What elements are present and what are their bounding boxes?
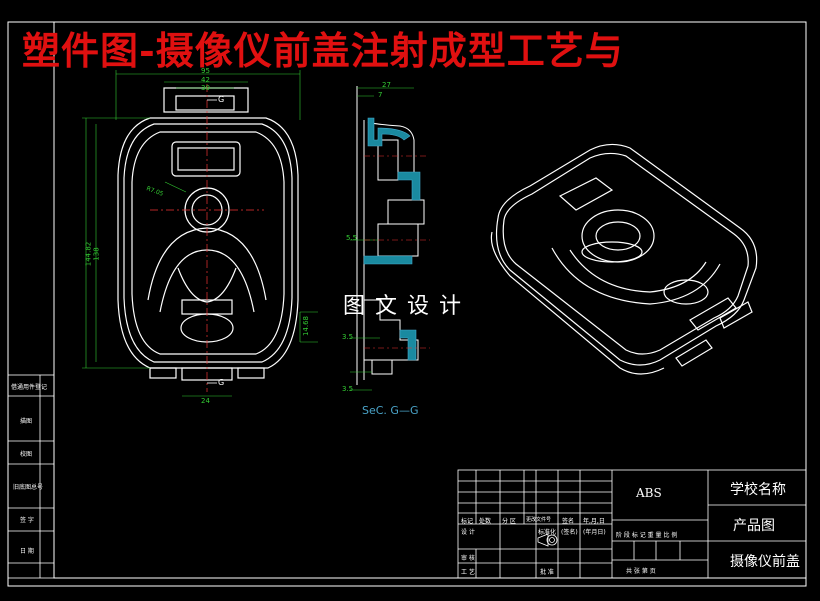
date-label: (年月日) [583,529,606,536]
dim-height-144: 144.82 [84,241,93,267]
binding-strip [7,374,55,579]
front-view [117,87,299,381]
isometric-view [490,143,758,375]
header-change-doc: 更改文件号 [526,517,552,523]
section-center [364,155,430,349]
header-count: 处数 [479,518,492,525]
material-label: ABS [636,486,662,500]
dim-14-68: 14.68 [302,315,311,337]
section-mark-top: G [218,95,225,104]
binding-item-signature: 签 字 [20,517,34,524]
header-date: 年,月,日 [583,518,605,525]
header-sign: 签名 [562,518,575,525]
title-block [457,469,807,579]
process-label: 工 艺 [461,569,475,576]
design-label: 设 计 [461,529,475,536]
stage-columns: 阶 段 标 记 重 量 比 例 [616,532,678,539]
dim-section-7: 7 [378,91,383,99]
section-mark-bottom: G [218,378,225,387]
projection-symbol [537,533,558,547]
dim-section-3-5-a: 3.5 [342,333,354,341]
review-label: 审 核 [461,555,475,562]
dim-section-3-5-b: 3.5 [342,385,354,393]
school-name: 学校名称 [730,482,786,498]
watermark-text: 图文设计 [343,294,472,319]
header-mark: 标记 [461,518,474,525]
section-arrows [207,99,217,384]
drawing-type: 产品图 [733,518,775,534]
sign-label: (签名) [561,529,578,536]
binding-item-date: 日 期 [20,548,34,555]
dim-width-24: 24 [201,397,210,405]
approve-label: 批 准 [540,569,554,576]
binding-item-check: 校图 [20,451,33,458]
dim-height-138: 138 [92,247,101,261]
dimension-lines [82,70,318,397]
binding-item-old-number: 旧底图总号 [13,484,44,491]
section-label: SeC. G—G [362,404,419,417]
section-hatching [363,117,421,361]
dim-width-30: 30 [201,84,210,92]
inner-frame [53,21,807,579]
dim-section-27: 27 [382,81,391,89]
center-lines [150,84,264,392]
part-name: 摄像仪前盖 [730,554,800,570]
standard-label: 标准化 [538,529,557,536]
sheet-count: 共 张 第 页 [626,568,656,575]
binding-item-trace: 描图 [20,418,33,425]
binding-item-register: 借通用件登记 [11,384,48,391]
dim-section-5-5: 5.5 [346,234,358,242]
drawing-title: 塑件图-摄像仪前盖注射成型工艺与 [22,28,624,73]
dim-width-42: 42 [201,76,210,84]
header-zone: 分 区 [502,518,516,525]
dim-width-95: 95 [201,67,210,75]
